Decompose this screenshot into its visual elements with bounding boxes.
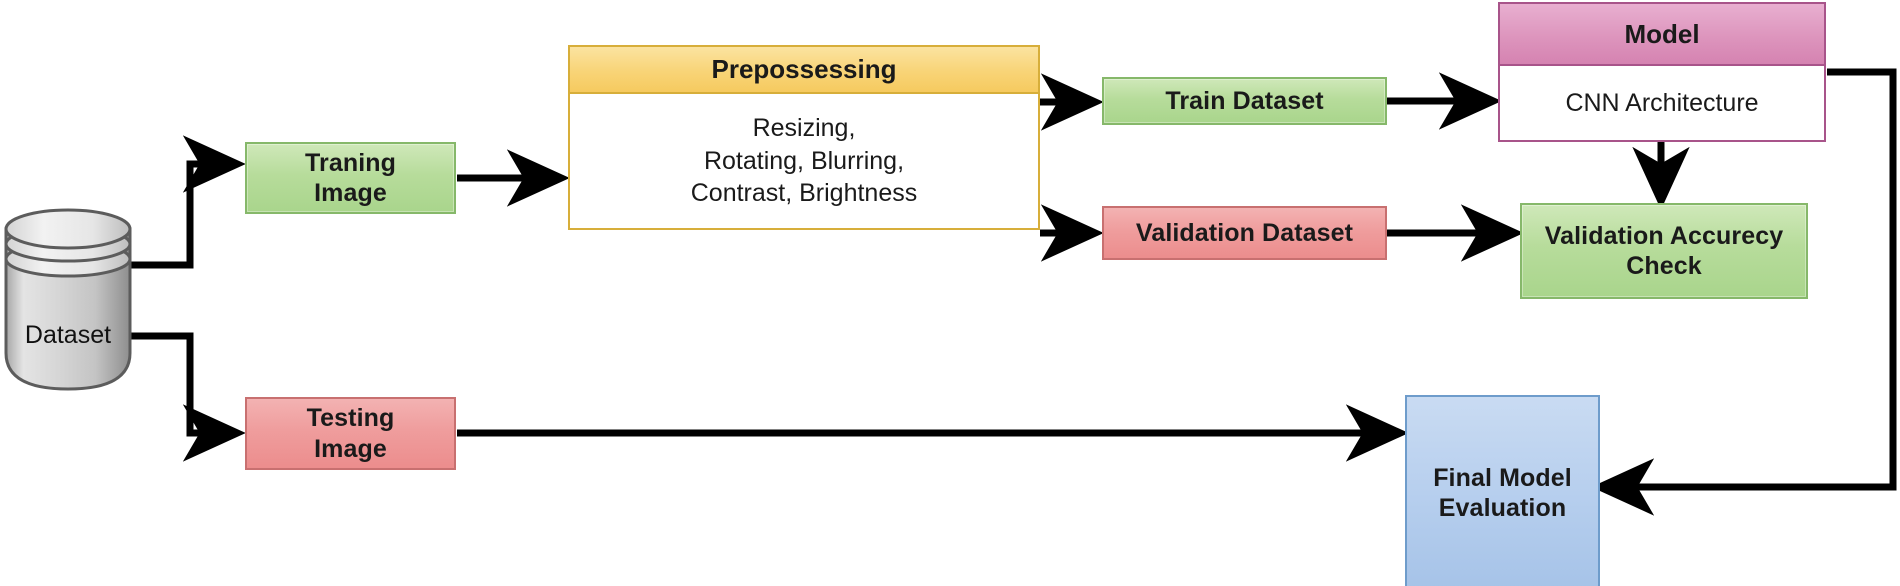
node-prepossessing-body-line3: Contrast, Brightness xyxy=(690,179,918,208)
node-final-model-evaluation[interactable]: Final Model Evaluation xyxy=(1405,395,1600,586)
node-prepossessing[interactable]: Prepossessing Resizing, Rotating, Blurri… xyxy=(568,45,1040,230)
database-cylinder-icon xyxy=(4,208,132,391)
node-training-image-line1: Traning xyxy=(305,148,396,177)
node-validation-dataset-label: Validation Dataset xyxy=(1135,218,1354,247)
node-validation-accuracy-check[interactable]: Validation Accurecy Check xyxy=(1520,203,1808,299)
node-model-body: CNN Architecture xyxy=(1500,66,1824,140)
node-prepossessing-body-line1: Resizing, xyxy=(752,114,856,143)
edge-dataset-to-testing-image xyxy=(128,332,246,462)
node-model[interactable]: Model CNN Architecture xyxy=(1498,2,1826,142)
edge-model-to-final-evaluation xyxy=(1591,68,1897,516)
node-model-header: Model xyxy=(1500,4,1824,66)
node-validation-dataset[interactable]: Validation Dataset xyxy=(1102,206,1387,260)
node-prepossessing-body: Resizing, Rotating, Blurring, Contrast, … xyxy=(570,94,1038,228)
node-train-dataset[interactable]: Train Dataset xyxy=(1102,77,1387,125)
node-validation-accuracy-check-line2: Check xyxy=(1626,252,1702,280)
node-testing-image[interactable]: Testing Image xyxy=(245,397,456,470)
node-train-dataset-label: Train Dataset xyxy=(1165,86,1324,115)
node-testing-image-line1: Testing xyxy=(306,404,395,432)
node-final-model-evaluation-line2: Evaluation xyxy=(1438,494,1567,522)
node-training-image[interactable]: Traning Image xyxy=(245,142,456,214)
node-prepossessing-body-line2: Rotating, Blurring, xyxy=(703,146,905,175)
edge-dataset-to-training-image xyxy=(128,135,246,269)
node-testing-image-line2: Image xyxy=(314,434,387,463)
node-training-image-line2: Image xyxy=(314,179,387,207)
node-prepossessing-header: Prepossessing xyxy=(570,47,1038,94)
node-final-model-evaluation-line1: Final Model xyxy=(1433,463,1572,492)
node-validation-accuracy-check-line1: Validation Accurecy xyxy=(1544,221,1784,250)
node-dataset[interactable]: Dataset xyxy=(2,203,134,393)
